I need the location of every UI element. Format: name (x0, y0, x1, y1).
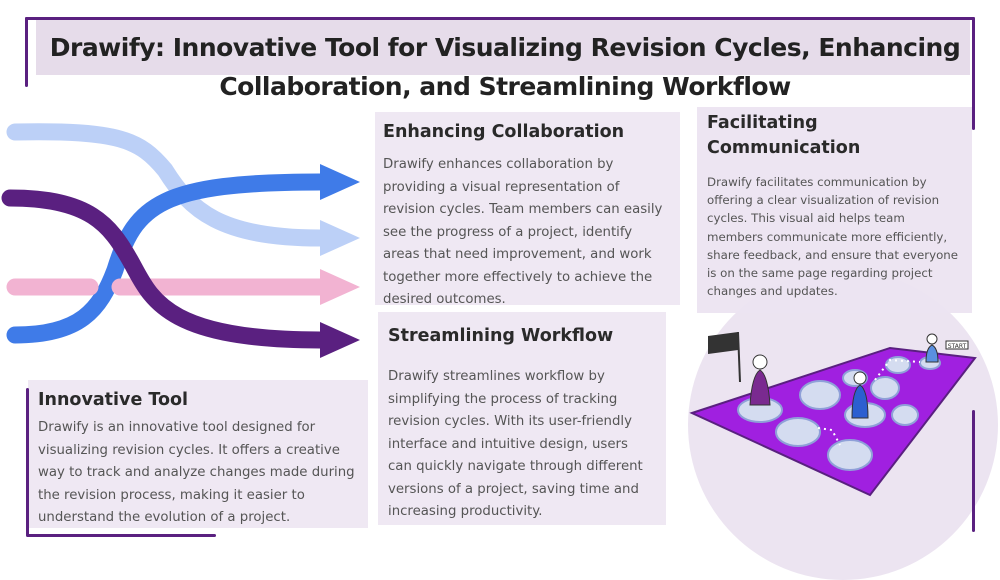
card-heading: Innovative Tool (38, 390, 189, 410)
card-body: Drawify enhances collaboration by provid… (383, 157, 663, 307)
innovative-tool-card: Innovative Tool Drawify is an innovative… (28, 380, 368, 528)
frame-right-line (972, 17, 975, 130)
frame-bottom-line (26, 534, 216, 537)
flow-arrows-illustration (1, 123, 360, 358)
card-heading: Streamlining Workflow (388, 326, 614, 346)
facilitating-communication-card: Facilitating Communication Drawify facil… (697, 107, 972, 313)
game-board (689, 346, 977, 497)
graduate-figure (749, 369, 771, 406)
start-sign (945, 340, 969, 350)
frame-bottom-right-line (972, 410, 975, 532)
card-body: Drawify streamlines workflow by simplify… (388, 369, 643, 519)
card-body: Drawify facilitates communication by off… (707, 175, 959, 299)
frame-bottom-left-line (26, 388, 29, 536)
start-sign-text: START (948, 343, 967, 350)
streamlining-workflow-card: Streamlining Workflow Drawify streamline… (378, 312, 666, 525)
card-body: Drawify is an innovative tool designed f… (38, 420, 355, 525)
small-figure (925, 344, 939, 363)
enhancing-collaboration-card: Enhancing Collaboration Drawify enhances… (375, 112, 680, 307)
light-blue-arrow (6, 123, 329, 247)
frame-left-line (25, 17, 28, 87)
card-heading: Facilitating Communication (707, 113, 861, 158)
checkered-flag (708, 332, 738, 354)
purple-arrow (1, 189, 329, 349)
board-game-illustration: START (689, 331, 977, 497)
blue-figure (851, 384, 869, 419)
page-title: Drawify: Innovative Tool for Visualizing… (49, 33, 961, 101)
title-band (36, 20, 970, 75)
frame-top-line (25, 17, 975, 20)
card-heading: Enhancing Collaboration (383, 122, 625, 142)
